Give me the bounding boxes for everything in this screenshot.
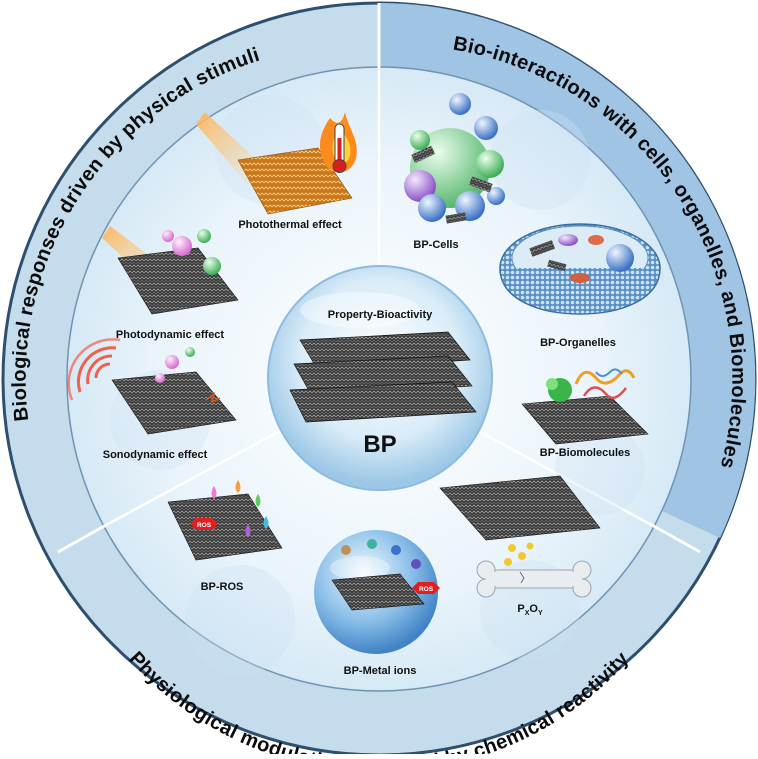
- bp-metal-ions-illustration: ROS BP-Metal ions: [314, 530, 440, 677]
- bp-sheet: [521, 395, 649, 445]
- ros-badge-text: ROS: [197, 522, 212, 529]
- ros-bubble: [155, 373, 165, 383]
- photothermal-label: Photothermal effect: [238, 219, 342, 231]
- ros-bubble: [197, 229, 211, 243]
- bp-metal-ions-label: BP-Metal ions: [344, 665, 417, 677]
- bone-icon: [476, 560, 592, 598]
- bp-sheet: [167, 493, 283, 561]
- bp-organelles-illustration: BP-Organelles: [499, 223, 661, 349]
- bp-ros-label: BP-ROS: [201, 581, 244, 593]
- svg-text:ROS: ROS: [419, 586, 434, 593]
- bp-biomolecules-label: BP-Biomolecules: [540, 447, 630, 459]
- bp-sheet: [331, 573, 425, 611]
- sonodynamic-label: Sonodynamic effect: [103, 449, 208, 461]
- bp-organelles-label: BP-Organelles: [540, 337, 616, 349]
- center-bp-sphere: Property-Bioactivity BP: [267, 265, 493, 491]
- phosphate-particles: [504, 542, 534, 566]
- ros-bubble: [172, 236, 192, 256]
- organelle-icon: [499, 223, 661, 315]
- ros-bubble: [203, 257, 221, 275]
- ros-badge: ROS: [190, 518, 218, 530]
- thermometer-icon: [332, 123, 347, 173]
- ring-divider-left: [57, 522, 109, 554]
- ros-badge: ROS: [412, 582, 440, 594]
- ros-bubble: [162, 230, 174, 242]
- sonodynamic-illustration: Sonodynamic effect: [67, 338, 237, 461]
- bp-biomolecules-illustration: BP-Biomolecules: [521, 368, 649, 459]
- ring-divider-right: [649, 522, 701, 554]
- bp-sheet: [439, 475, 601, 541]
- metal-ion-icons: [341, 539, 421, 569]
- photodynamic-illustration: Photodynamic effect: [102, 226, 239, 341]
- pxoy-illustration: PXOY: [439, 475, 601, 617]
- cell-cluster-icon: [404, 93, 505, 224]
- sound-wave-icon: [67, 338, 121, 401]
- center-top-label: Property-Bioactivity: [328, 309, 433, 321]
- pxoy-label: PXOY: [517, 603, 543, 617]
- sector-divider-right: [457, 418, 651, 526]
- sector-dividers: [107, 67, 651, 526]
- sector-divider-left: [107, 418, 301, 526]
- photothermal-illustration: Photothermal effect: [196, 112, 357, 231]
- bp-cells-illustration: BP-Cells: [404, 93, 505, 251]
- droplet-icon: [211, 480, 269, 537]
- photodynamic-label: Photodynamic effect: [116, 329, 225, 341]
- bp-sheet: [111, 371, 237, 435]
- ros-bubble: [165, 355, 179, 369]
- bp-ros-illustration: ROS BP-ROS: [167, 480, 283, 593]
- bp-layered-sheets: [289, 331, 477, 423]
- bp-cells-label: BP-Cells: [413, 239, 458, 251]
- protein-icon: [546, 368, 636, 402]
- ros-bubble: [185, 347, 195, 357]
- center-title: BP: [363, 431, 396, 458]
- spark-icon: [205, 392, 221, 404]
- bp-sheet-orange: [237, 147, 353, 215]
